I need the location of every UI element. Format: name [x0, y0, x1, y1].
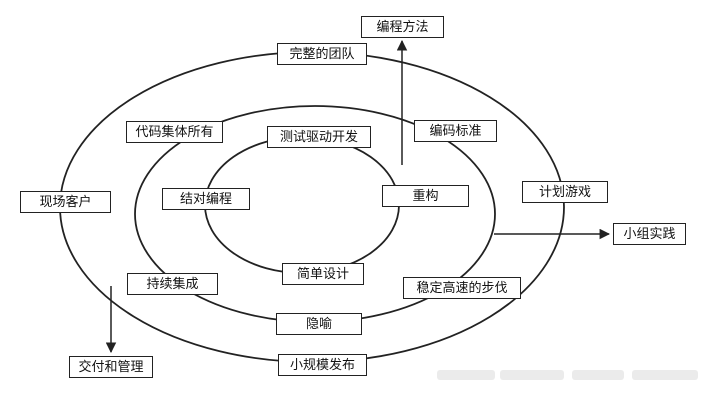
continuous-integration-box: 持续集成 [127, 273, 218, 295]
whole-team-box: 完整的团队 [277, 43, 367, 65]
test-driven-development-box: 测试驱动开发 [267, 126, 371, 148]
sustainable-pace-box: 稳定高速的步伐 [403, 277, 521, 299]
pair-programming-box: 结对编程 [162, 188, 250, 210]
delivery-management-box: 交付和管理 [69, 356, 153, 378]
collective-ownership-box: 代码集体所有 [126, 121, 223, 143]
blurred-watermark [632, 370, 698, 380]
small-releases-box: 小规模发布 [278, 354, 367, 376]
programming-methods-box: 编程方法 [361, 16, 444, 38]
small-team-practice-box: 小组实践 [613, 223, 686, 245]
coding-standards-box: 编码标准 [414, 120, 497, 142]
blurred-watermark [572, 370, 624, 380]
simple-design-box: 简单设计 [282, 263, 364, 285]
blurred-watermark [500, 370, 564, 380]
blurred-watermark [437, 370, 495, 380]
onsite-customer-box: 现场客户 [20, 191, 111, 213]
planning-game-box: 计划游戏 [522, 181, 608, 203]
metaphor-box: 隐喻 [276, 313, 362, 335]
refactoring-box: 重构 [382, 185, 469, 207]
